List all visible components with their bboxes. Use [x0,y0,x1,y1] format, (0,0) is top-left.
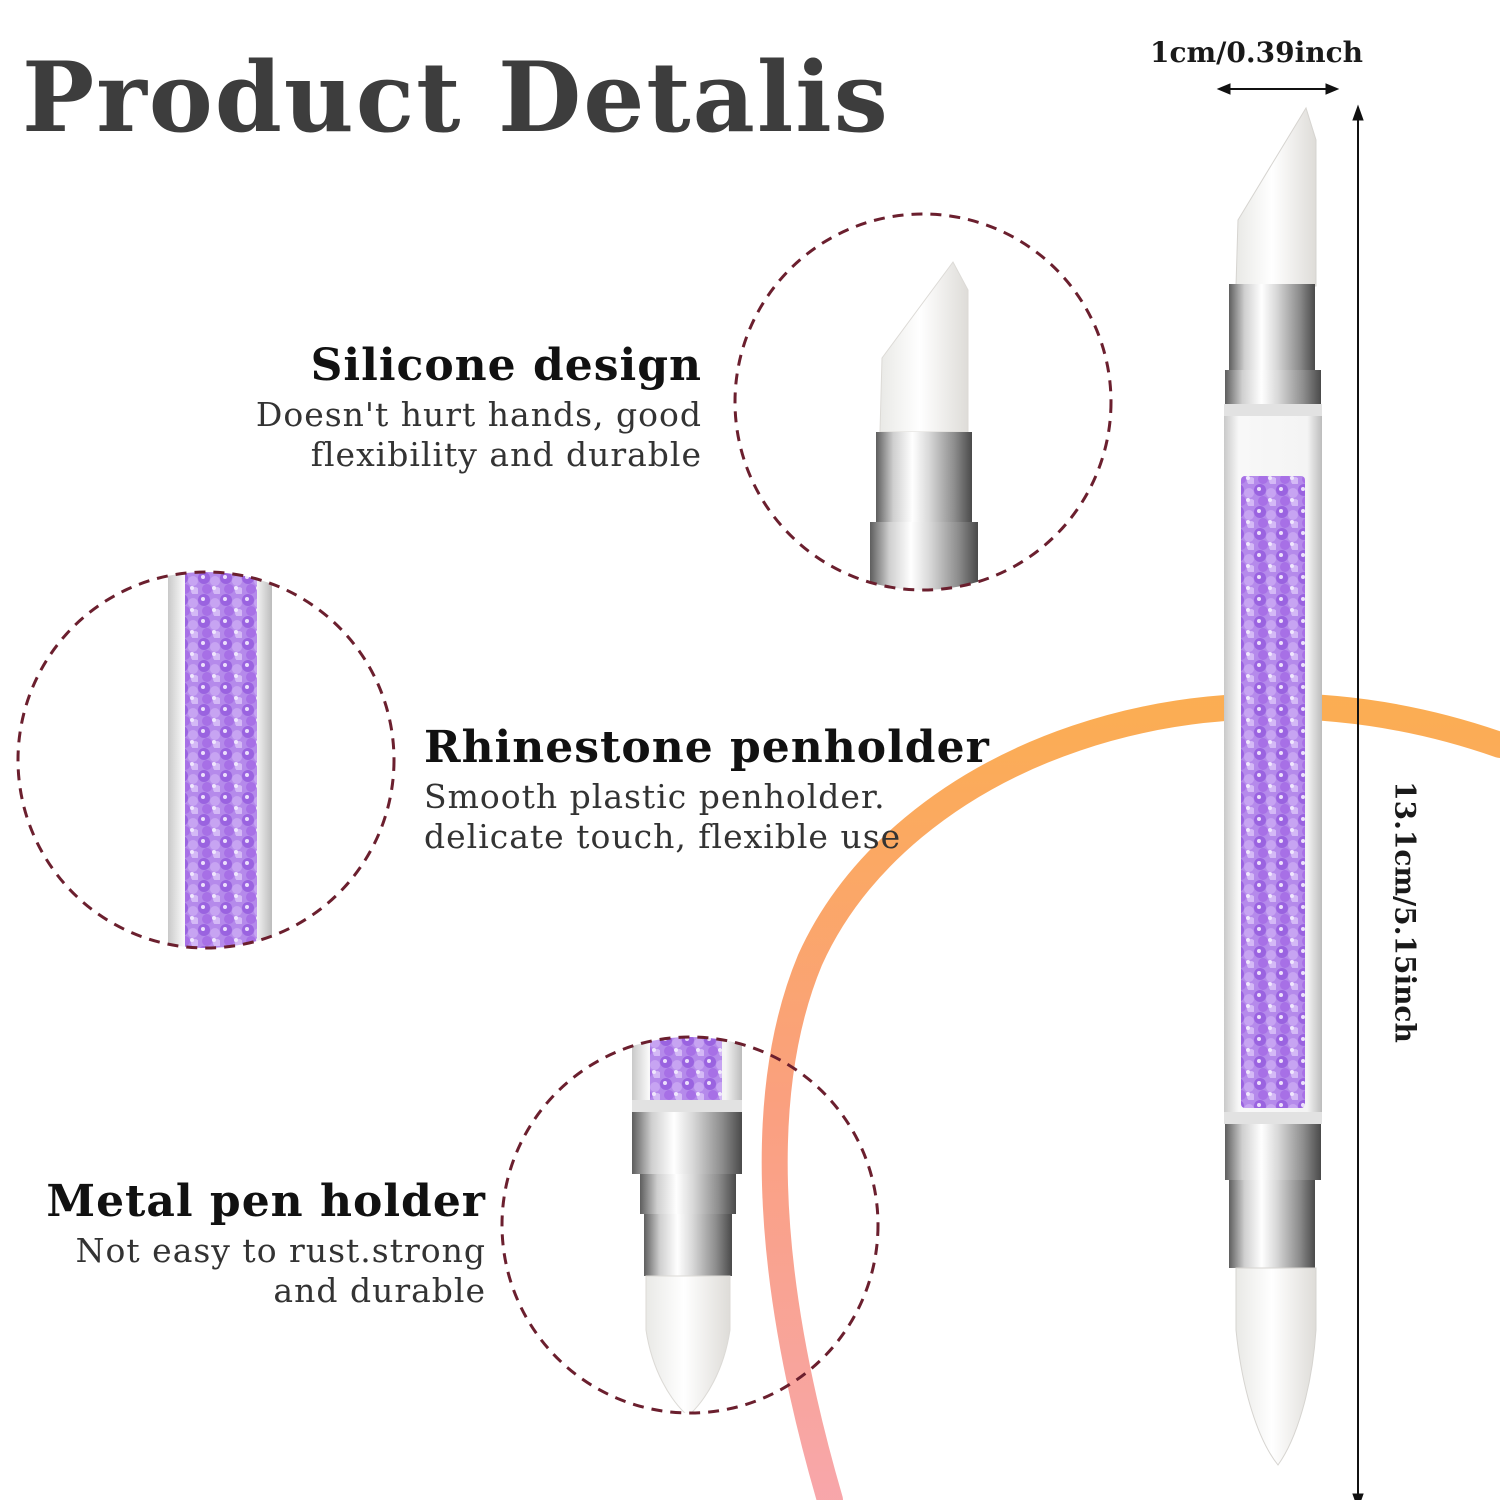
feature-silicone: Silicone design Doesn't hurt hands, good… [142,340,702,475]
feature-description: Doesn't hurt hands, good flexibility and… [142,395,702,475]
width-dimension-label: 1cm/0.39inch [1150,36,1363,69]
zoom-circle-silicone [733,212,1113,592]
top-metal-ferrule [1229,284,1315,370]
top-silicone-tip [1235,106,1317,287]
rhinestone-fill [1241,476,1305,1108]
top-metal-collar [1225,370,1321,406]
feature-metal: Metal pen holder Not easy to rust.strong… [6,1176,486,1311]
feature-title: Rhinestone penholder [424,722,990,773]
height-dimension-arrow [1352,104,1364,1500]
feature-description-line: and durable [273,1270,486,1310]
bottom-metal-collar [1225,1124,1321,1180]
zoom-circle-metal [500,1035,880,1415]
feature-description: Smooth plastic penholder. delicate touch… [424,777,1064,857]
height-dimension-label: 13.1cm/5.15inch [1388,781,1422,1043]
feature-title: Metal pen holder [46,1176,486,1227]
feature-description-line: flexibility and durable [310,434,702,474]
width-dimension-arrow [1216,83,1340,95]
feature-description-line: Doesn't hurt hands, good [255,394,702,434]
feature-description-line: Smooth plastic penholder. [424,776,886,816]
bottom-silicone-tip [1235,1267,1317,1466]
feature-description-line: Not easy to rust.strong [75,1230,486,1270]
feature-rhinestone: Rhinestone penholder Smooth plastic penh… [424,722,1064,857]
feature-title: Silicone design [310,340,702,391]
nail-art-pen [1224,106,1322,1466]
feature-description-line: delicate touch, flexible use [424,816,902,856]
zoom-circle-rhinestone [16,570,396,950]
bottom-metal-ferrule [1229,1180,1315,1268]
page-title: Product Detalis [22,41,890,154]
feature-description: Not easy to rust.strong and durable [6,1231,486,1311]
